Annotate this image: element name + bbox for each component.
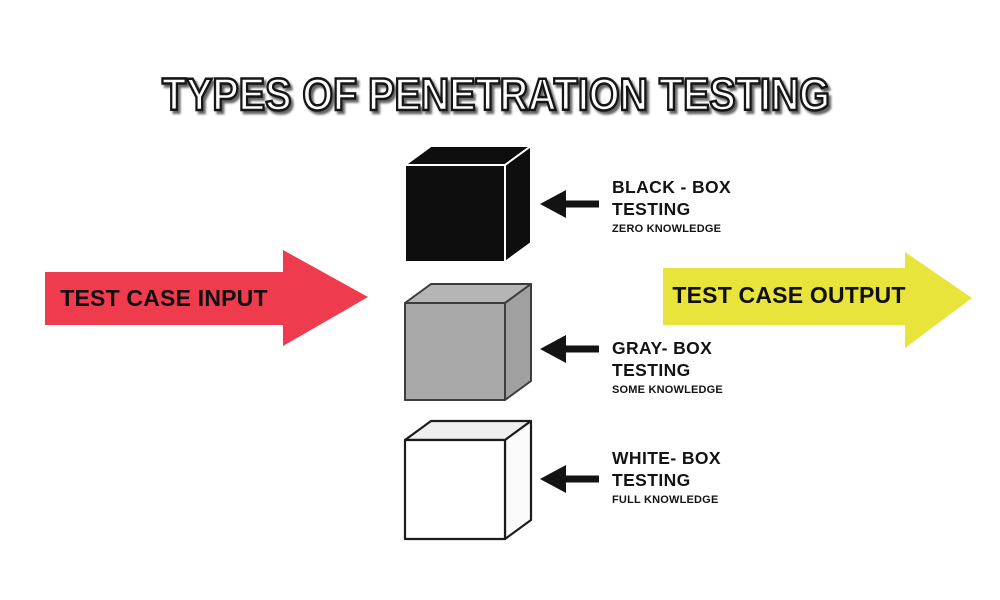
gray-box-name-line2: TESTING [612, 360, 691, 380]
left-arrow-icon [540, 335, 599, 363]
white-box-label-group: WHITE- BOX TESTING FULL KNOWLEDGE [612, 447, 721, 506]
black-box-label-group: BLACK - BOX TESTING ZERO KNOWLEDGE [612, 176, 731, 235]
gray-box-name: GRAY- BOX [612, 338, 713, 358]
page-title: TYPES OF PENETRATION TESTING [162, 69, 830, 120]
input-arrow-shape [45, 250, 368, 346]
white-box-knowledge: FULL KNOWLEDGE [612, 494, 719, 506]
input-arrow-label: TEST CASE INPUT [60, 285, 268, 311]
gray-cube [404, 283, 532, 401]
left-arrow-icon [540, 465, 599, 493]
black-cube-side-face [504, 145, 532, 263]
gray-cube-side-face [504, 283, 532, 401]
white-cube [403, 419, 533, 541]
gray-box-label-group: GRAY- BOX TESTING SOME KNOWLEDGE [612, 337, 723, 396]
output-arrow [663, 252, 972, 348]
output-arrow-shape [663, 252, 972, 348]
black-box-name-line2: TESTING [612, 199, 691, 219]
black-cube [404, 145, 532, 263]
white-cube-side-face [503, 419, 533, 541]
white-box-name-line2: TESTING [612, 470, 691, 490]
output-arrow-label: TEST CASE OUTPUT [672, 281, 906, 308]
left-arrow-icon [540, 190, 599, 218]
black-box-knowledge: ZERO KNOWLEDGE [612, 223, 722, 235]
black-cube-front-face [404, 164, 506, 263]
input-arrow [45, 250, 368, 346]
white-cube-front-face [403, 438, 507, 541]
white-box-name: WHITE- BOX [612, 448, 721, 468]
black-box-name: BLACK - BOX [612, 177, 732, 197]
gray-box-knowledge: SOME KNOWLEDGE [612, 384, 723, 396]
gray-cube-front-face [404, 302, 506, 401]
